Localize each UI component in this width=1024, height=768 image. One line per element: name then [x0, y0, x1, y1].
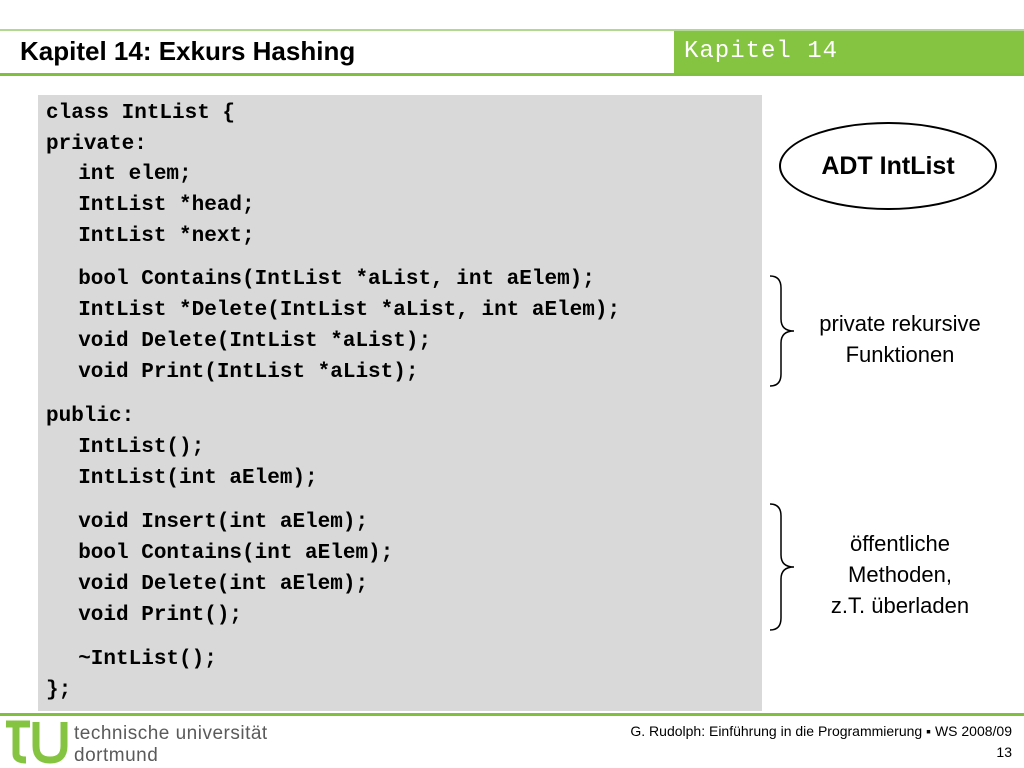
private-label-line: private rekursive: [819, 311, 981, 336]
adt-label: ADT IntList: [821, 151, 955, 180]
code-line: ~IntList();: [53, 648, 217, 671]
slide-title: Kapitel 14: Exkurs Hashing: [20, 36, 356, 66]
public-label-line: z.T. überladen: [830, 593, 970, 618]
code-line: };: [46, 679, 72, 702]
code-line: class IntList {: [46, 102, 236, 125]
university-name-line1: technische universität: [74, 723, 268, 744]
private-brace-icon: [769, 275, 795, 387]
university-name-line2: dortmund: [74, 745, 159, 766]
private-functions-label: private rekursive Funktionen: [800, 308, 1000, 370]
public-methods-label: öffentliche Methoden, z.T. überladen: [800, 528, 1000, 621]
public-label-line: Methoden,: [848, 562, 952, 587]
code-line: public:: [46, 405, 135, 428]
private-label-line: Funktionen: [845, 342, 955, 367]
adt-ellipse: ADT IntList: [779, 122, 997, 210]
public-brace-icon: [769, 503, 795, 631]
chapter-tab: Kapitel 14: [674, 31, 1024, 73]
chapter-tab-label: Kapitel 14: [684, 38, 839, 65]
code-line: void Delete(IntList *aList);: [53, 330, 432, 353]
code-line: IntList(int aElem);: [53, 467, 318, 490]
code-line: IntList *Delete(IntList *aList, int aEle…: [53, 299, 621, 322]
code-line: bool Contains(IntList *aList, int aElem)…: [53, 268, 595, 291]
header-rule: [0, 73, 1024, 76]
public-label-line: öffentliche: [850, 531, 950, 556]
page-number: 13: [996, 744, 1012, 760]
header-top-line: [0, 29, 1024, 31]
code-line: void Delete(int aElem);: [53, 573, 369, 596]
code-block: class IntList { private: int elem; IntLi…: [38, 95, 762, 711]
code-line: IntList *head;: [53, 194, 255, 217]
code-line: IntList();: [53, 436, 205, 459]
code-line: bool Contains(int aElem);: [53, 542, 394, 565]
code-line: IntList *next;: [53, 225, 255, 248]
tu-logo-icon: [6, 720, 68, 764]
code-line: private:: [46, 133, 147, 156]
code-line: void Print();: [53, 604, 243, 627]
code-line: int elem;: [53, 163, 192, 186]
code-line: void Insert(int aElem);: [53, 511, 369, 534]
code-line: void Print(IntList *aList);: [53, 361, 419, 384]
course-info: G. Rudolph: Einführung in die Programmie…: [630, 723, 1012, 739]
footer-rule: [0, 713, 1024, 716]
